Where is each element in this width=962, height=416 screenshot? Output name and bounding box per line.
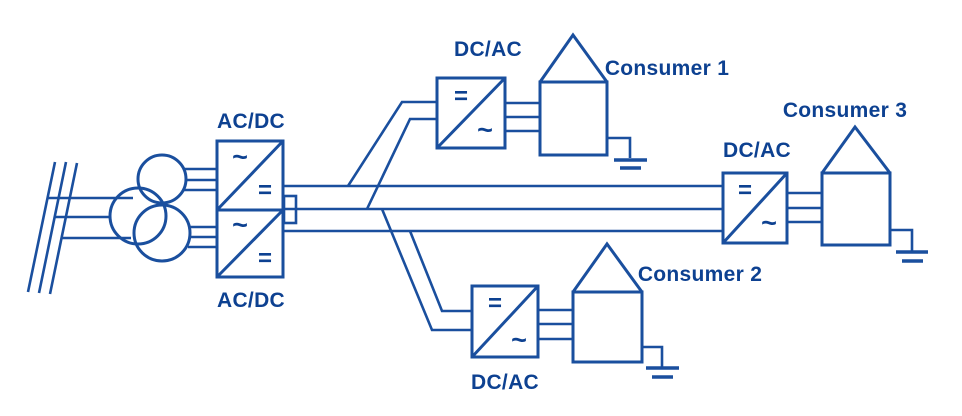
label-acdc-top: AC/DC	[217, 110, 285, 133]
ac-symbol: ~	[761, 208, 777, 238]
ground-wire	[642, 345, 664, 367]
dc-midpoint-bracket	[282, 194, 298, 225]
grid-slash-line	[48, 162, 79, 295]
label-consumer3: Consumer 3	[783, 99, 907, 122]
ac-symbol: ~	[232, 210, 248, 240]
transformer-winding	[136, 153, 188, 205]
ac-symbol: ~	[477, 115, 493, 145]
converter-diagonal	[215, 208, 285, 279]
label-consumer1: Consumer 1	[605, 57, 729, 80]
ac-symbol: ~	[232, 142, 248, 172]
house-consumer1	[505, 32, 647, 170]
converter-acdc-bottom: ~ =	[215, 208, 285, 279]
ground-wire	[607, 136, 632, 158]
converter-box	[435, 76, 507, 150]
transformer-to-converter-wires	[184, 167, 217, 249]
label-consumer2: Consumer 2	[638, 263, 762, 286]
label-acdc-bottom: AC/DC	[217, 289, 285, 312]
converter-box	[470, 284, 540, 359]
grid-slash-line	[26, 161, 57, 293]
converter-acdc-top: ~ =	[215, 139, 285, 212]
dc-symbol: =	[258, 177, 272, 204]
converter-diagonal	[435, 76, 507, 150]
converter-box	[215, 208, 285, 279]
dc-symbol: =	[454, 83, 468, 110]
branch-consumer1	[346, 100, 437, 210]
house-roof	[538, 32, 609, 83]
dc-symbol: =	[738, 177, 752, 204]
utility-grid-icon	[26, 161, 133, 295]
converter-dcac-consumer1: = ~	[435, 76, 507, 150]
ground-wire	[890, 228, 914, 251]
converter-dcac-consumer3: = ~	[721, 171, 789, 245]
dc-symbol: =	[488, 290, 502, 317]
branch-consumer2	[380, 208, 472, 332]
transformer-icon	[108, 153, 192, 263]
ac-symbol: ~	[511, 325, 527, 355]
dc-symbol: =	[258, 245, 272, 272]
converter-diagonal	[470, 284, 540, 359]
converter-diagonal	[721, 171, 789, 245]
house-consumer3	[787, 124, 928, 263]
house-body	[571, 290, 644, 364]
transformer-winding	[108, 186, 168, 246]
house-body	[538, 80, 609, 157]
dc-bus	[282, 184, 723, 233]
branch-wire	[365, 117, 437, 210]
converter-dcac-consumer2: = ~	[470, 284, 540, 359]
grid-slash-line	[37, 161, 68, 294]
house-consumer2	[538, 241, 679, 379]
label-dcac-consumer3: DC/AC	[723, 139, 791, 162]
branch-wire	[346, 100, 437, 187]
label-dcac-consumer2: DC/AC	[471, 371, 539, 394]
house-roof	[820, 124, 892, 174]
branch-wire	[408, 230, 472, 313]
house-body	[820, 171, 892, 247]
label-dcac-consumer1: DC/AC	[454, 38, 522, 61]
transformer-winding	[132, 203, 192, 263]
branch-wire	[380, 208, 472, 332]
converter-diagonal	[215, 139, 285, 212]
house-roof	[571, 241, 644, 293]
